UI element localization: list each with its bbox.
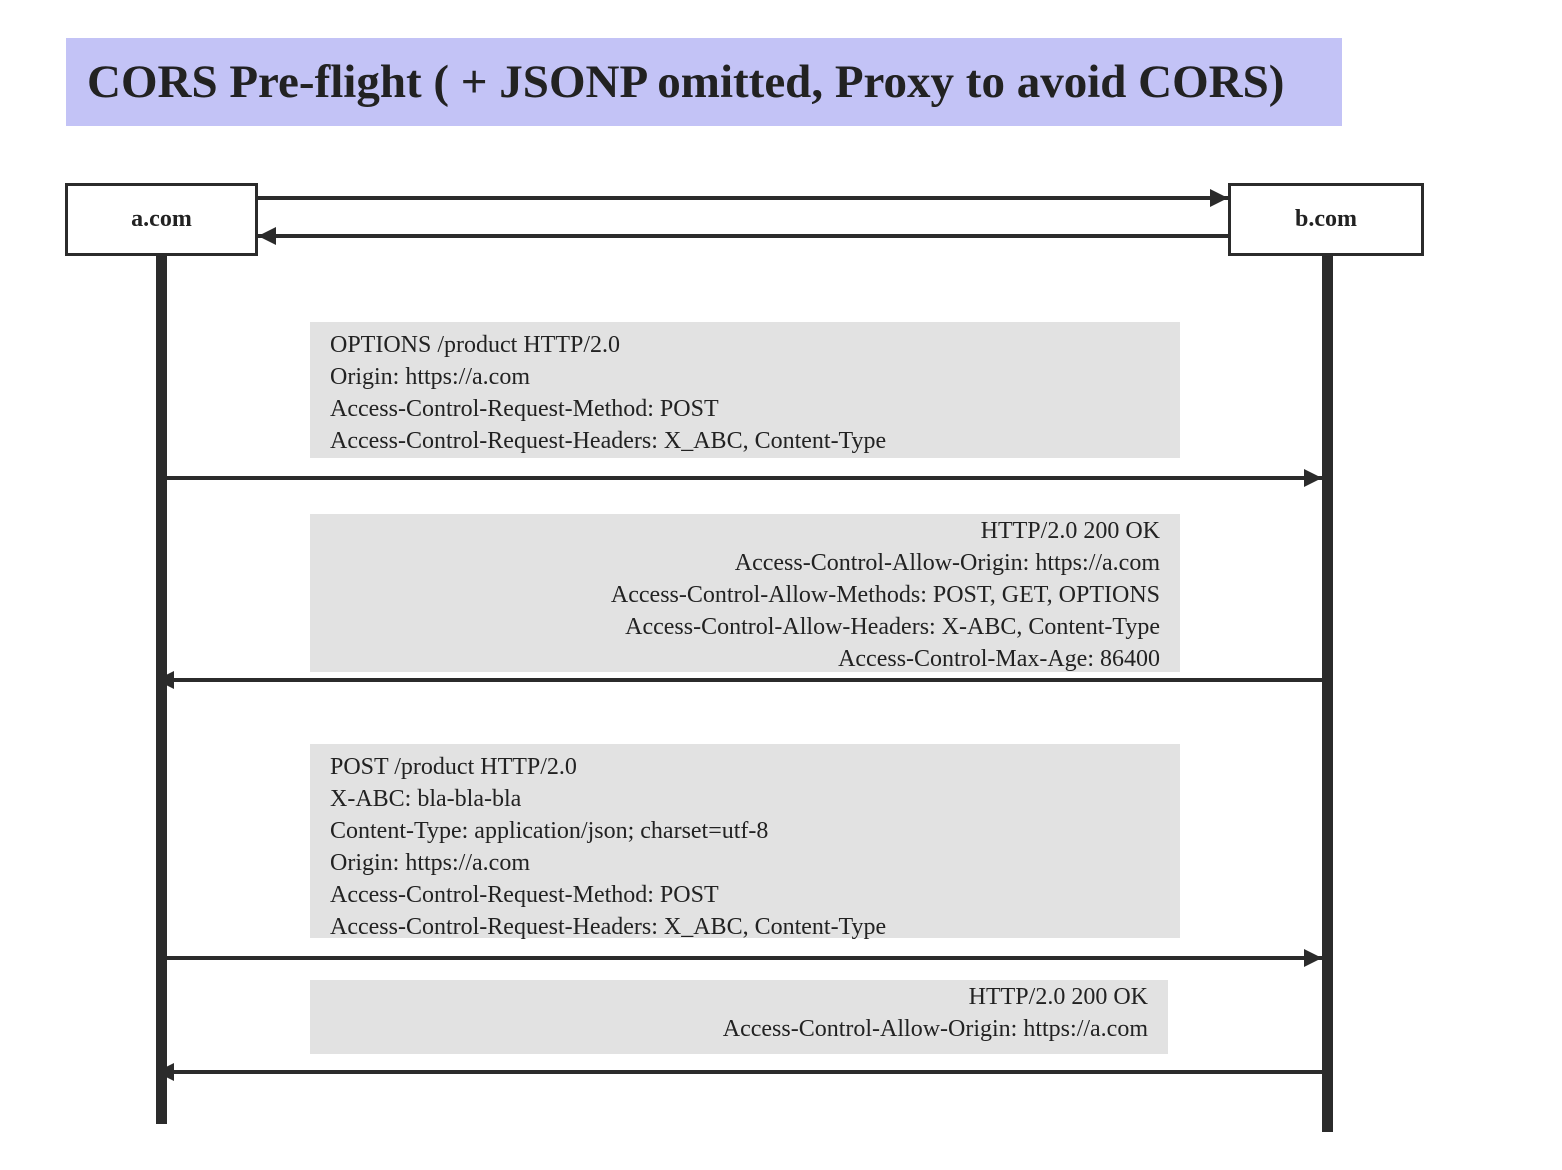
- diagram-title-banner: CORS Pre-flight ( + JSONP omitted, Proxy…: [66, 38, 1342, 126]
- participant-a-box: a.com: [65, 183, 258, 256]
- message-3-line: Access-Control-Request-Method: POST: [330, 882, 719, 908]
- message-2-line: Access-Control-Max-Age: 86400: [838, 646, 1160, 672]
- diagram-title: CORS Pre-flight ( + JSONP omitted, Proxy…: [87, 56, 1285, 108]
- message-3-line: Content-Type: application/json; charset=…: [330, 818, 769, 844]
- message-3-note: POST /product HTTP/2.0 X-ABC: bla-bla-bl…: [310, 744, 1180, 940]
- message-4-line: HTTP/2.0 200 OK: [968, 984, 1148, 1010]
- message-3-line: Origin: https://a.com: [330, 850, 530, 876]
- message-2-line: Access-Control-Allow-Origin: https://a.c…: [734, 550, 1160, 576]
- participant-b-box: b.com: [1228, 183, 1424, 256]
- message-3-line: POST /product HTTP/2.0: [330, 754, 577, 780]
- message-3-line: X-ABC: bla-bla-bla: [330, 786, 522, 812]
- message-1-note: OPTIONS /product HTTP/2.0 Origin: https:…: [310, 322, 1180, 458]
- participant-a-label: a.com: [131, 206, 192, 232]
- participant-b-label: b.com: [1295, 206, 1357, 232]
- lifeline-b: [1322, 256, 1333, 1132]
- message-2-note: HTTP/2.0 200 OK Access-Control-Allow-Ori…: [310, 514, 1180, 672]
- message-2-line: HTTP/2.0 200 OK: [980, 518, 1160, 544]
- message-1-line: OPTIONS /product HTTP/2.0: [330, 332, 620, 358]
- message-1-line: Origin: https://a.com: [330, 364, 530, 390]
- message-1-line: Access-Control-Request-Headers: X_ABC, C…: [330, 428, 887, 454]
- message-3-line: Access-Control-Request-Headers: X_ABC, C…: [330, 914, 887, 940]
- message-2-line: Access-Control-Allow-Methods: POST, GET,…: [610, 582, 1160, 608]
- message-4-note: HTTP/2.0 200 OK Access-Control-Allow-Ori…: [310, 980, 1168, 1054]
- message-2-line: Access-Control-Allow-Headers: X-ABC, Con…: [625, 614, 1160, 640]
- lifeline-a: [156, 256, 167, 1124]
- message-4-line: Access-Control-Allow-Origin: https://a.c…: [722, 1016, 1148, 1042]
- message-1-line: Access-Control-Request-Method: POST: [330, 396, 719, 422]
